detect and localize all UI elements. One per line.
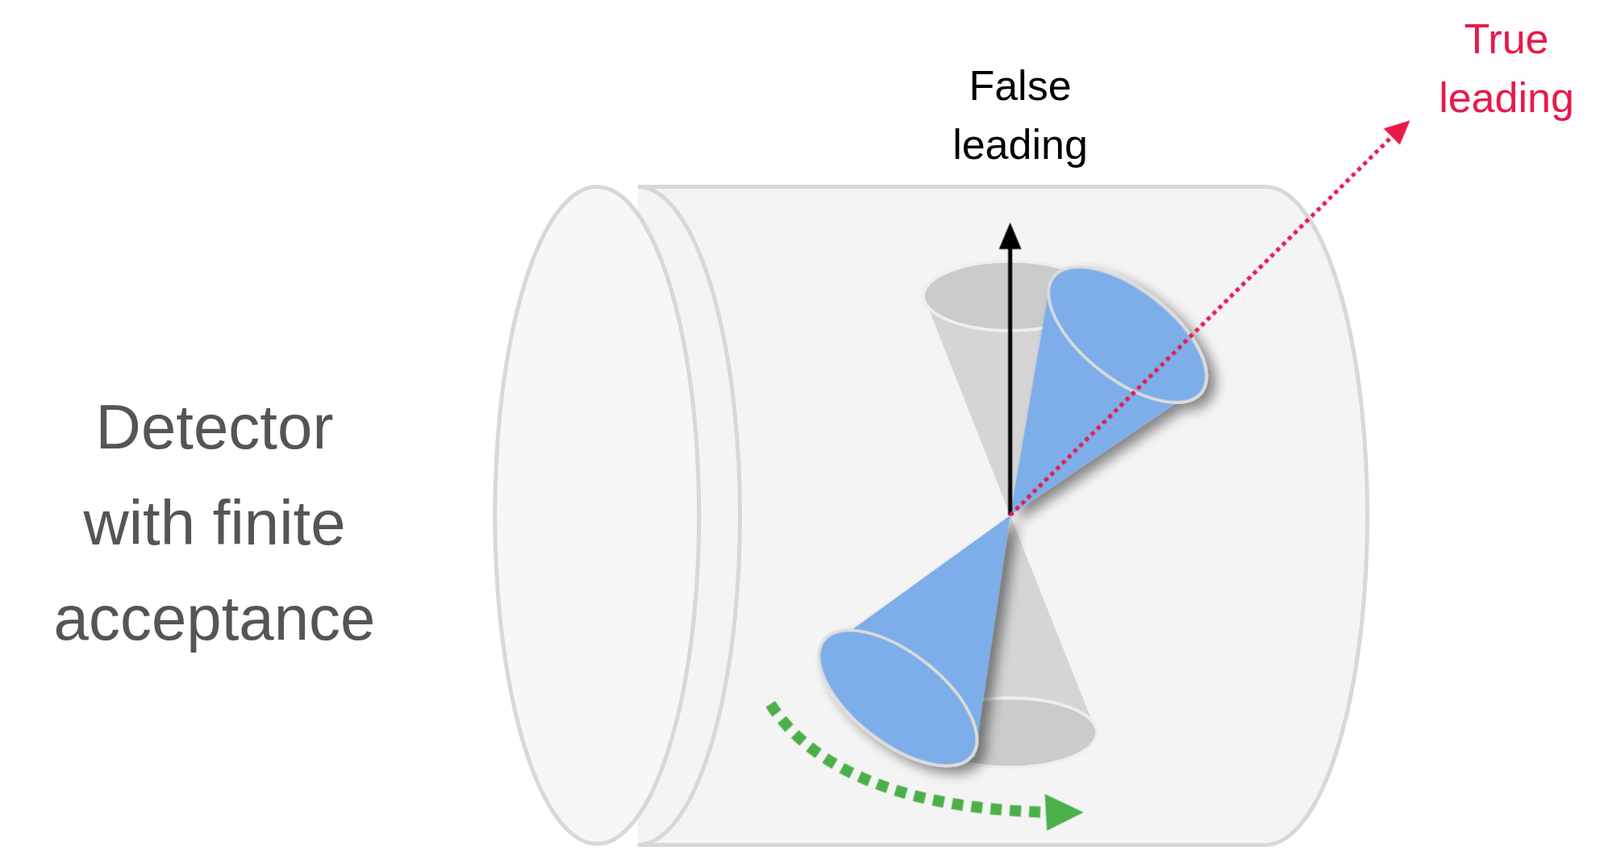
false-leading-label: False leading (931, 56, 1109, 175)
true-jet-cones (795, 241, 1230, 791)
detector-label: Detector with finite acceptance (37, 379, 392, 667)
true-leading-label: True leading (1417, 9, 1596, 128)
false-leading-arrow (999, 222, 1022, 516)
rotation-arrow (770, 704, 1084, 831)
detector-cylinder (495, 186, 1368, 845)
true-leading-arrow (1010, 120, 1411, 516)
